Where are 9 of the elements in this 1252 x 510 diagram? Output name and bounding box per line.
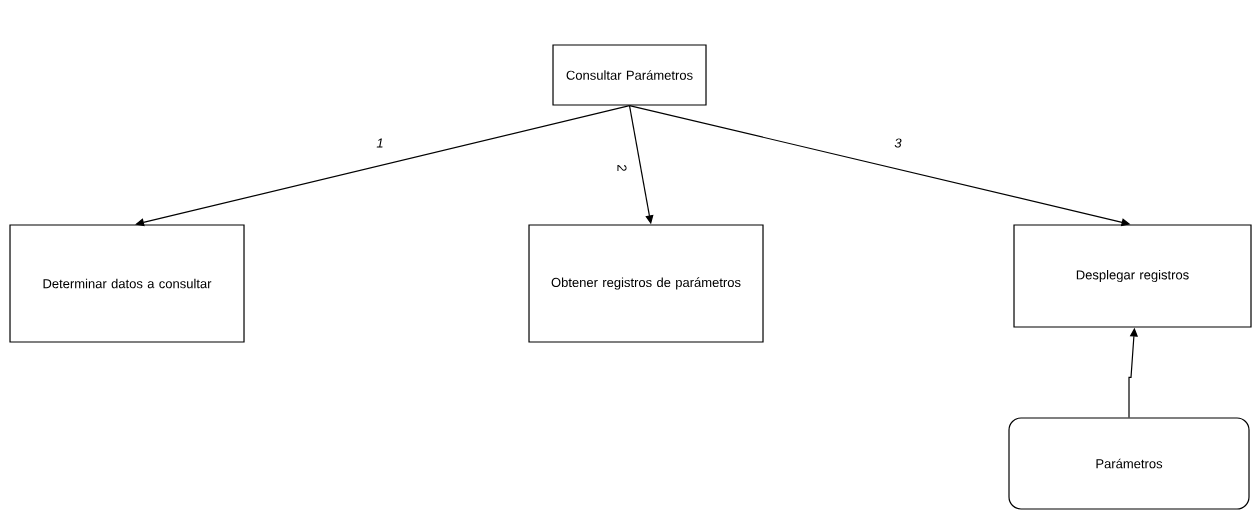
process-box: Determinar datos a consultar [9,224,245,343]
process-box: Obtener registros de parámetros [528,224,764,343]
process-box: Desplegar registros [1013,224,1252,328]
data-store-box: Parámetros [1008,417,1250,510]
edge-label: 1 [375,137,385,149]
arrow [135,105,631,227]
edge-label: 3 [893,137,903,149]
process-box: Consultar Parámetros [552,44,707,106]
edge-label: 2 [616,163,628,173]
